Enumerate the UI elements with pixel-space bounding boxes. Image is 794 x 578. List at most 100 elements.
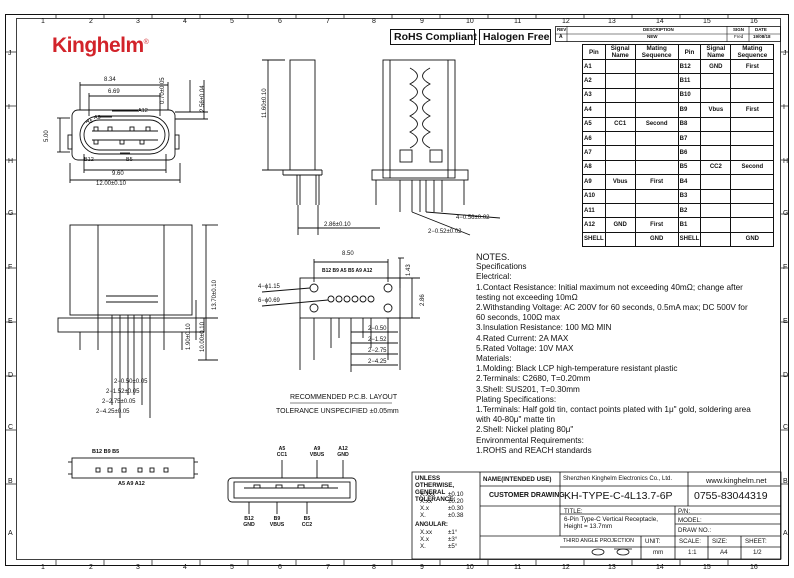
title-block-lines: [411, 471, 782, 560]
grid-row-i: I: [8, 104, 10, 111]
grid-row-h-right: H: [783, 158, 789, 165]
tolerance-precision: X.x: [420, 536, 429, 543]
scale-value: 1:1: [688, 549, 697, 556]
company-name: Shenzhen Kinghelm Electronics Co., Ltd.: [563, 476, 673, 482]
grid-col-9: 9: [420, 18, 424, 25]
grid-row-b: B: [8, 478, 13, 485]
grid-col-2: 2: [89, 18, 93, 25]
grid-row-c-right: C: [783, 424, 789, 431]
pcb-dim-152: 2−1.52: [368, 337, 387, 343]
pin-b12-signal: GND: [243, 522, 255, 528]
pcb-dim-115: 4−ϕ1.15: [258, 284, 280, 290]
pin-strip-view: [227, 460, 357, 514]
draw-no-label: DRAW NO.:: [678, 527, 712, 534]
note-line: 1.Molding: Black LCP high-temperature re…: [476, 364, 678, 374]
tolerance-value: ±5°: [448, 543, 458, 550]
pin-a9-name: A9: [313, 446, 321, 452]
dim-lv-190: 1.90±0.10: [186, 323, 192, 350]
angular-list: X.xx±1°X.x±3°X.±5°: [420, 529, 457, 550]
dim-top-w1: 8.34: [104, 77, 116, 83]
grid-col-2-bottom: 2: [89, 564, 93, 571]
grid-col-16: 16: [750, 18, 758, 25]
unit-label: UNIT:: [645, 538, 661, 545]
tolerance-precision: X.: [420, 543, 426, 550]
date-header: DATE: [755, 27, 767, 32]
pcb-dim-143: 1.43: [406, 264, 412, 276]
pcb-layout-title: RECOMMENDED P.C.B. LAYOUT: [290, 394, 398, 401]
grid-col-3: 3: [136, 18, 140, 25]
left-side-view: [57, 224, 218, 418]
pin-table-cell: GND: [730, 231, 775, 248]
pn-label: P/N:: [678, 508, 691, 515]
note-line: 3.Insulation Resistance: 100 MΩ MIN: [476, 323, 612, 333]
sign-header: SIGN: [733, 27, 745, 32]
grid-col-10: 10: [466, 18, 474, 25]
grid-col-8-bottom: 8: [372, 564, 376, 571]
grid-row-d-right: D: [783, 372, 789, 379]
grid-row-h: H: [8, 158, 14, 165]
bottom-view-top-labels: B12 B9 B5: [92, 449, 120, 455]
note-line: Environmental Requirements:: [476, 435, 584, 445]
dim-052: 2−0.52±0.02: [428, 229, 462, 235]
dim-top-w2: 6.69: [108, 89, 120, 95]
label-b5: B5: [126, 157, 133, 163]
grid-col-11-bottom: 11: [514, 564, 522, 571]
bottom-view-bottom-labels: A5 A9 A12: [118, 481, 145, 487]
title-value: 6-Pin Type-C Vertical Receptacle, Height…: [564, 516, 659, 530]
grid-col-9-bottom: 9: [420, 564, 424, 571]
grid-row-d: D: [8, 372, 14, 379]
tolerance-value: ±0.10: [448, 491, 464, 498]
part-number: KH-TYPE-C-4L13.7-6P: [564, 490, 673, 502]
bottom-view: [68, 457, 198, 479]
grid-col-14: 14: [656, 18, 664, 25]
label-a5: A5: [86, 119, 93, 125]
grid-col-4-bottom: 4: [183, 564, 187, 571]
grid-row-j: J: [8, 50, 12, 57]
grid-col-3-bottom: 3: [136, 564, 140, 571]
pcb-layout: [261, 257, 420, 372]
note-line: 5.Rated Voltage: 10V MAX: [476, 343, 574, 353]
phone-number: 0755-83044319: [694, 490, 768, 502]
note-line: 4.Rated Current: 2A MAX: [476, 333, 569, 343]
angular-label: ANGULAR:: [415, 521, 448, 528]
pin-b5-name: B5: [303, 516, 311, 522]
website-link[interactable]: www.kinghelm.net: [706, 476, 767, 485]
pin-a5-name: A5: [278, 446, 286, 452]
note-line: 1.ROHS and REACH standards: [476, 445, 592, 455]
pcb-pin-labels: B12 B9 A5 B5 A9 A12: [322, 268, 373, 274]
pcb-dim-425: 2−4.25: [368, 359, 387, 365]
note-line: 2.Terminals: C2680, T=0.20mm: [476, 374, 591, 384]
tolerance-row: X. ±5°: [420, 543, 457, 550]
note-line: Materials:: [476, 354, 512, 363]
grid-row-i-right: I: [783, 104, 785, 111]
grid-col-13-bottom: 13: [608, 564, 616, 571]
description-header: DESCRIPTION: [643, 27, 674, 32]
dim-lv-1370: 13.70±0.10: [212, 280, 218, 310]
scale-label: SCALE:: [679, 538, 702, 545]
dim-lv-1000: 10.00±0.10: [200, 322, 206, 352]
model-label: MODEL:: [678, 517, 702, 524]
grid-row-a: A: [8, 530, 13, 537]
label-b12: B12: [84, 157, 94, 163]
grid-row-f: F: [8, 264, 13, 271]
tolerance-value: ±1°: [448, 529, 458, 536]
grid-row-e: E: [8, 318, 13, 325]
dim-lv-425: 2−4.25±0.05: [96, 409, 130, 415]
front-view: [57, 80, 208, 183]
grid-col-15-bottom: 15: [703, 564, 711, 571]
dim-top-h1: 0.70±0.05: [160, 77, 166, 104]
tolerance-precision: X.xxx: [420, 491, 436, 498]
pin-a12-name: A12: [338, 446, 348, 452]
pin-table-cell: GND: [634, 231, 679, 248]
label-a12: A12: [138, 108, 148, 114]
pin-a12-signal: GND: [337, 452, 349, 458]
